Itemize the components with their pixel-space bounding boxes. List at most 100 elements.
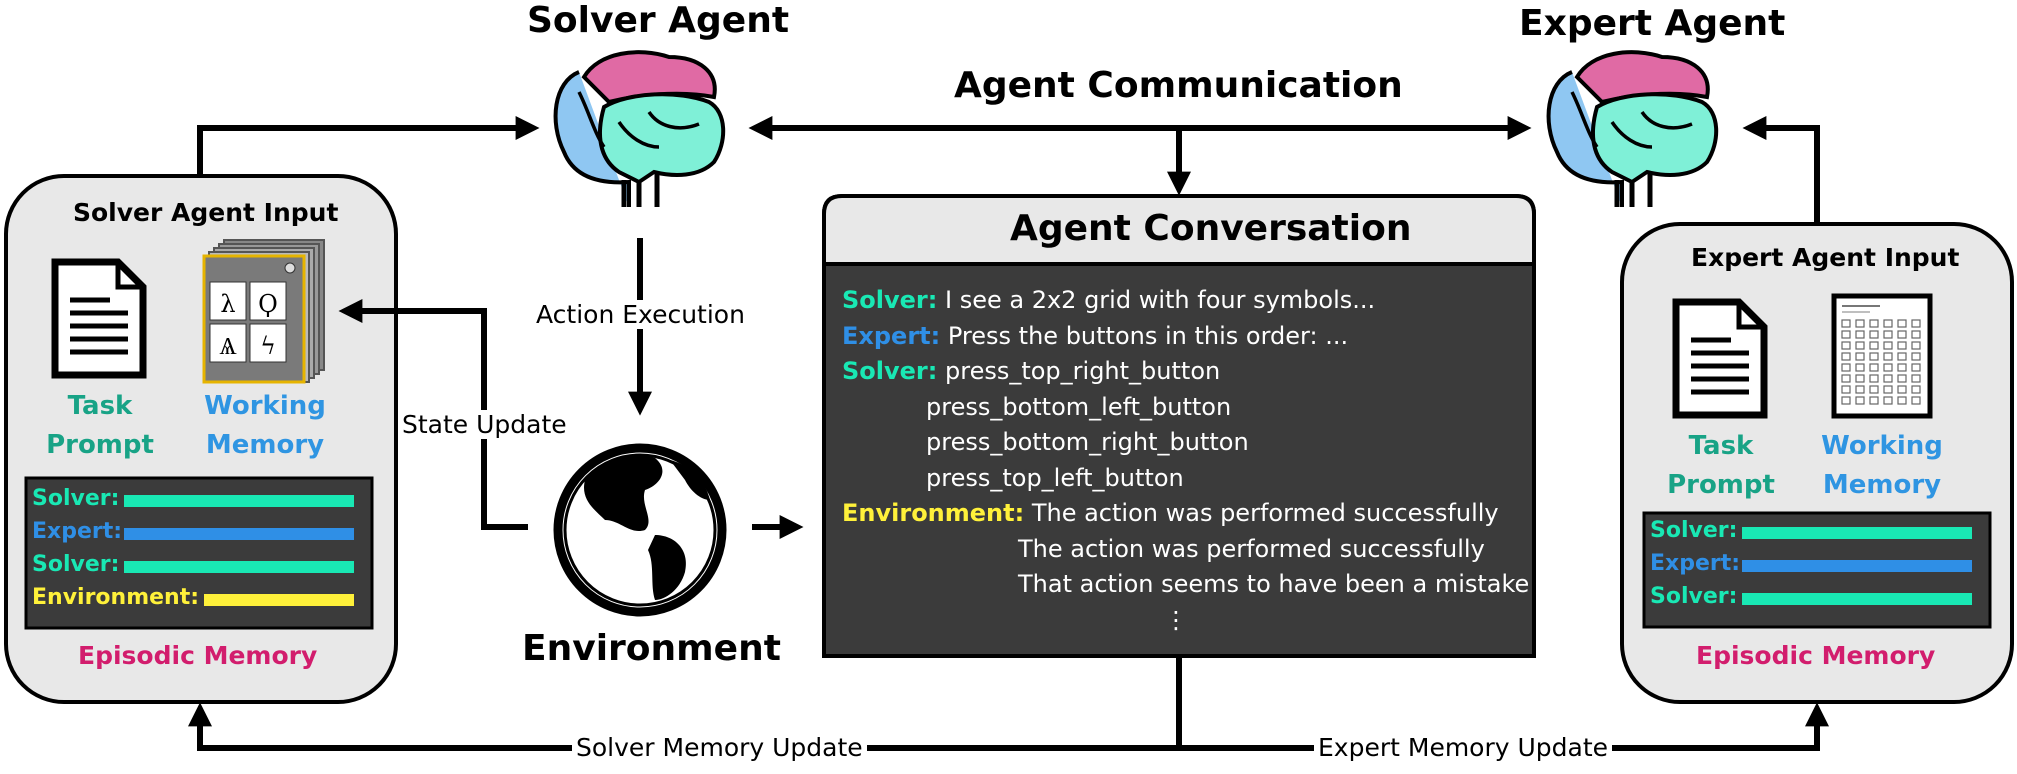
task-prompt-label: Task Prompt: [40, 387, 160, 465]
manual-cell: [1883, 330, 1893, 339]
manual-cell: [1855, 341, 1865, 350]
solver-input-to-agent-arrow: [197, 116, 540, 176]
manual-cell: [1869, 385, 1879, 394]
action-execution-label: Action Execution: [532, 300, 749, 329]
speaker-label: Environment:: [842, 499, 1025, 527]
solver-memory-bar: [1742, 527, 1972, 539]
speaker-label: Solver:: [842, 286, 938, 314]
conversation-header: [822, 194, 1536, 266]
conversation-line: Environment: The action was performed su…: [842, 499, 1499, 527]
conversation-line: Solver: press_top_right_button: [842, 357, 1220, 385]
working-memory-label: Working Memory: [195, 387, 335, 465]
grid-symbol: Ѧ: [219, 332, 237, 360]
working-memory-line: Memory: [205, 430, 325, 460]
message-text: The action was performed successfully: [1024, 499, 1499, 527]
message-text: press_bottom_left_button: [926, 392, 1232, 421]
manual-cell: [1883, 341, 1893, 350]
solver-memory-bar: [124, 495, 354, 507]
manual-cell: [1869, 352, 1879, 361]
working-memory-line: Working: [1821, 431, 1943, 461]
task-prompt-line: Prompt: [46, 430, 154, 460]
manual-cell: [1841, 330, 1851, 339]
message-text: That action seems to have been a mistake: [1018, 570, 1530, 598]
expert-memory-bar: [124, 528, 354, 540]
memory-row-label: Expert:: [32, 519, 123, 544]
manual-cell: [1855, 352, 1865, 361]
globe-icon: [553, 443, 727, 617]
memory-row-label: Solver:: [32, 486, 120, 511]
manual-cell: [1883, 319, 1893, 328]
memory-row-label: Solver:: [32, 552, 120, 577]
manual-cell: [1841, 363, 1851, 372]
conversation-line: press_bottom_left_button: [926, 393, 1231, 421]
manual-cell: [1869, 330, 1879, 339]
manual-cell: [1911, 396, 1921, 405]
conversation-line: Expert: Press the buttons in this order:…: [842, 322, 1348, 350]
conversation-line: press_bottom_right_button: [926, 428, 1249, 456]
solver-memory-update-label: Solver Memory Update: [572, 733, 867, 762]
manual-cell: [1911, 319, 1921, 328]
brain-icon: [1546, 50, 1719, 207]
manual-cell: [1911, 330, 1921, 339]
message-text: The action was performed successfully: [1018, 534, 1485, 563]
episodic-memory-label: Episodic Memory: [78, 641, 318, 670]
document-icon: [51, 258, 147, 379]
manual-cell: [1841, 352, 1851, 361]
memory-row-label: Solver:: [1650, 518, 1738, 543]
manual-cell: [1897, 363, 1907, 372]
manual-cell: [1911, 341, 1921, 350]
message-text: Press the buttons in this order: ...: [940, 321, 1349, 350]
manual-cell: [1855, 396, 1865, 405]
manual-cell: [1855, 330, 1865, 339]
manual-cell: [1883, 363, 1893, 372]
working-memory-line: Memory: [1822, 470, 1942, 500]
brain-icon: [553, 50, 726, 207]
solver-input-title: Solver Agent Input: [73, 198, 339, 227]
message-text: press_top_left_button: [926, 463, 1184, 492]
manual-cell: [1855, 385, 1865, 394]
manual-cell: [1911, 363, 1921, 372]
manual-cell: [1869, 319, 1879, 328]
message-text: press_bottom_right_button: [926, 428, 1249, 456]
conversation-line: The action was performed successfully: [1018, 535, 1485, 563]
solver-memory-bar: [1742, 593, 1972, 605]
working-memory-line: Working: [204, 391, 326, 421]
manual-cell: [1841, 374, 1851, 383]
grid-symbol: λ: [220, 290, 235, 318]
manual-cell: [1869, 341, 1879, 350]
manual-cell: [1869, 363, 1879, 372]
manual-cell: [1911, 352, 1921, 361]
agent-communication-label: Agent Communication: [954, 65, 1403, 106]
state-update-label: State Update: [398, 410, 571, 439]
grid-symbol: Ϙ: [258, 290, 278, 318]
manual-cell: [1855, 363, 1865, 372]
manual-cell: [1883, 374, 1893, 383]
expert-memory-bar: [1742, 560, 1972, 572]
manual-cell: [1897, 352, 1907, 361]
conversation-line: Solver: I see a 2x2 grid with four symbo…: [842, 286, 1375, 314]
manual-cell: [1911, 374, 1921, 383]
conversation-line: press_top_left_button: [926, 464, 1184, 492]
manual-cell: [1897, 341, 1907, 350]
speaker-label: Expert:: [842, 321, 941, 350]
memory-row-label: Expert:: [1650, 551, 1741, 576]
environment-title: Environment: [522, 628, 781, 669]
expert-input-title: Expert Agent Input: [1691, 243, 1960, 272]
manual-cell: [1883, 385, 1893, 394]
conversation-line: That action seems to have been a mistake: [1018, 570, 1529, 598]
manual-cell: [1897, 319, 1907, 328]
task-prompt-line: Task: [67, 391, 133, 421]
manual-cell: [1841, 396, 1851, 405]
task-prompt-line: Task: [1688, 431, 1754, 461]
manual-cell: [1869, 374, 1879, 383]
expert-input-to-agent-arrow: [1742, 116, 1820, 224]
message-text: ⋮: [1164, 605, 1188, 634]
manual-cell: [1897, 330, 1907, 339]
manual-page-icon: [1831, 293, 1933, 419]
manual-cell: [1841, 341, 1851, 350]
manual-cell: [1883, 352, 1893, 361]
conversation-line: ⋮: [1164, 606, 1188, 634]
screenshot-stack-icon: [202, 239, 325, 384]
manual-cell: [1855, 374, 1865, 383]
